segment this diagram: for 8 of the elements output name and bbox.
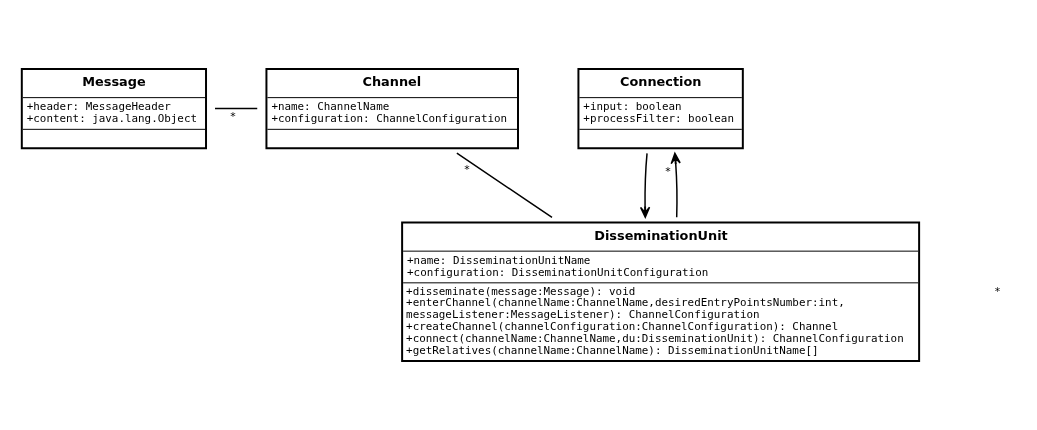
connector [456,152,553,219]
edge-label: * [464,162,470,176]
edge-label: * [665,164,671,178]
arrow [670,152,681,218]
edge-label: * [230,109,236,123]
label: * [994,284,1001,298]
connector [214,107,258,110]
arrow [639,152,651,218]
